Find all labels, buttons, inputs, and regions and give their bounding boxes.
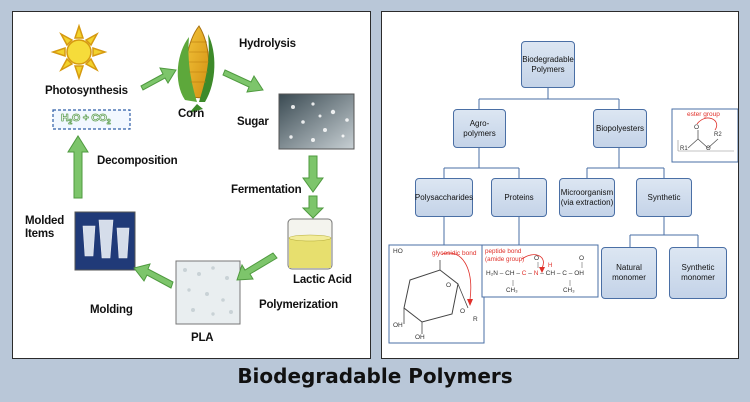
sugar-label: Sugar bbox=[237, 116, 269, 128]
node-biopolyesters: Biopolyesters bbox=[593, 109, 647, 148]
molding-label: Molding bbox=[90, 304, 133, 316]
cycle-arrows bbox=[67, 67, 325, 289]
node-microorganism: Microorganism (via extraction) bbox=[559, 178, 615, 217]
node-synthetic: Synthetic bbox=[636, 178, 692, 217]
photosynthesis-label: Photosynthesis bbox=[45, 85, 128, 97]
molded-items-image bbox=[74, 211, 136, 271]
ester-structure bbox=[671, 108, 738, 163]
peptide-structure bbox=[481, 244, 599, 298]
glucose-ho: HO bbox=[393, 248, 403, 255]
peptide-ch3-left: CH₃ bbox=[506, 287, 518, 294]
sugar-image bbox=[278, 93, 355, 150]
ester-r1: R1 bbox=[680, 146, 688, 152]
glucose-ring-o: O bbox=[446, 282, 452, 289]
node-proteins: Proteins bbox=[491, 178, 547, 217]
peptide-chain: H₂N – CH – C – N – CH – C – OH bbox=[486, 270, 584, 277]
formula-text: H2O + CO2 bbox=[61, 112, 111, 127]
pla-image bbox=[175, 260, 241, 325]
fermentation-label: Fermentation bbox=[231, 184, 302, 196]
arrow-pla-to-molding bbox=[133, 263, 174, 289]
corn-label: Corn bbox=[178, 108, 205, 120]
arrow-decomposition-up bbox=[67, 135, 89, 199]
glucose-r: R bbox=[473, 316, 478, 323]
hydrolysis-label: Hydrolysis bbox=[239, 38, 296, 50]
arrow-sugar-to-fermentation bbox=[302, 155, 324, 193]
cycle-graphics bbox=[50, 23, 355, 325]
polymerization-label: Polymerization bbox=[259, 299, 338, 311]
lactic-acid-label: Lactic Acid bbox=[293, 274, 352, 286]
molded-items-label: Molded Items bbox=[25, 215, 65, 240]
ester-o-mid: O bbox=[706, 146, 711, 152]
node-polysaccharides: Polysaccharides bbox=[415, 178, 473, 217]
formula-box bbox=[52, 109, 131, 130]
peptide-bond-label: peptide bond (amide group) bbox=[485, 248, 525, 263]
arrow-photosynthesis-to-corn bbox=[140, 67, 177, 91]
peptide-o-right: O bbox=[579, 255, 585, 262]
arrow-corn-to-sugar bbox=[222, 69, 264, 93]
node-synthetic-monomer: Synthetic monomer bbox=[669, 247, 727, 299]
node-agro-polymers: Agro-polymers bbox=[453, 109, 506, 148]
tree-connectors bbox=[388, 88, 738, 344]
sun-icon bbox=[50, 23, 108, 81]
beaker-icon bbox=[287, 218, 333, 270]
ester-r2: R2 bbox=[714, 132, 722, 138]
decomposition-label: Decomposition bbox=[97, 155, 178, 167]
glycosidic-bond-label: glycosidic bond bbox=[432, 250, 477, 257]
figure-caption: Biodegradable Polymers bbox=[237, 364, 513, 388]
glucose-o: O bbox=[460, 308, 466, 315]
arrow-fermentation-to-lactic bbox=[301, 195, 325, 219]
peptide-o-left: O bbox=[534, 255, 540, 262]
pla-label: PLA bbox=[191, 332, 214, 344]
corn-icon bbox=[177, 25, 215, 113]
ester-o-top: O bbox=[694, 124, 700, 131]
classification-panel: Biodegradable Polymers Agro-polymers Bio… bbox=[381, 11, 739, 359]
glucose-structure bbox=[388, 244, 485, 344]
peptide-ch3-right: CH₃ bbox=[563, 287, 575, 294]
pla-cycle-panel: Photosynthesis Corn Hydrolysis Sugar Fer… bbox=[12, 11, 371, 359]
ester-group-label: ester group bbox=[687, 111, 720, 118]
peptide-h: H bbox=[548, 263, 553, 269]
arrow-lactic-to-pla bbox=[236, 252, 278, 281]
node-natural-monomer: Natural monomer bbox=[601, 247, 657, 299]
glucose-oh-left: OH bbox=[393, 322, 403, 329]
node-biodegradable-polymers: Biodegradable Polymers bbox=[521, 41, 575, 88]
glucose-oh-bottom: OH bbox=[415, 334, 425, 341]
